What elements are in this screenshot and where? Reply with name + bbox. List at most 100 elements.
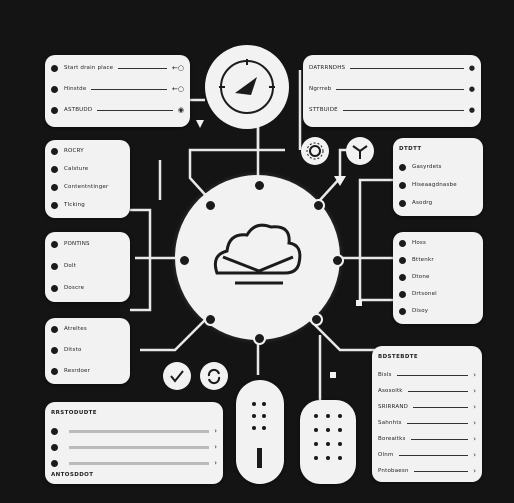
chevron-icon[interactable]: › <box>473 403 476 411</box>
row-label: Disoy <box>412 308 429 314</box>
row-label: Hiseaagdnasbe <box>412 182 457 188</box>
hub-port-bottom-right[interactable] <box>310 313 323 326</box>
row-label: Gasyrdets <box>412 164 442 170</box>
sync-node[interactable] <box>200 362 228 390</box>
row-bullet <box>51 201 58 209</box>
row-label: Sahnhts <box>378 420 402 426</box>
share-node[interactable] <box>346 137 374 165</box>
card-left-bottom[interactable]: Atreltes Ditsto Resrdoer <box>45 318 130 384</box>
settings-dial[interactable] <box>205 45 289 129</box>
hub-port-top-right[interactable] <box>312 199 325 212</box>
row-label: Bttenkr <box>412 257 434 263</box>
card-left-mid[interactable]: ROCRY Calsture Contentntinger Tlcking <box>45 140 130 218</box>
row-bullet <box>399 239 406 247</box>
chevron-icon[interactable]: › <box>473 435 476 443</box>
row-label: ASTBUDD <box>64 107 93 113</box>
sync-icon <box>207 368 221 385</box>
row-bullet <box>51 147 58 155</box>
row-bullet <box>399 273 406 281</box>
row-label: Resrdoer <box>64 368 91 374</box>
card-header: RRSTODUDTE <box>51 410 97 416</box>
hub-port-bottom[interactable] <box>253 332 266 345</box>
chevron-icon[interactable]: › <box>473 419 476 427</box>
control-pill-right[interactable] <box>300 400 356 484</box>
toggle-icon[interactable]: ● <box>468 106 475 114</box>
card-header: BDSTEBDTE <box>378 354 419 360</box>
hub-port-right[interactable] <box>331 254 344 267</box>
row-label: Tlcking <box>64 202 86 208</box>
row-bullet <box>51 106 58 114</box>
row-bullet <box>51 325 58 333</box>
chevron-icon[interactable]: › <box>473 387 476 395</box>
row-bullet <box>399 290 406 298</box>
toggle-icon[interactable]: ● <box>468 64 475 72</box>
row-label: Boreaitks <box>378 436 406 442</box>
row-bullet <box>399 163 406 171</box>
hub-port-top-left[interactable] <box>204 199 217 212</box>
row-bullet <box>51 284 58 292</box>
row-label: Hinstde <box>64 86 87 92</box>
row-label: Start drain place <box>64 65 114 71</box>
chevron-icon[interactable]: › <box>473 371 476 379</box>
card-right-lower[interactable]: Hoss Bttenkr Dtone Drtsonel Disoy <box>393 232 483 324</box>
row-label: Ditsto <box>64 347 82 353</box>
row-label: SRIRRAND <box>378 404 409 410</box>
row-label: Asodrg <box>412 200 433 206</box>
row-label: Calsture <box>64 166 89 172</box>
row-label: STTBUIDE <box>309 107 338 113</box>
row-bullet <box>399 181 406 189</box>
toggle-icon[interactable]: ● <box>468 85 475 93</box>
card-left-lower[interactable]: PONTINS Dolt Doscre <box>45 232 130 302</box>
hub-port-top[interactable] <box>253 179 266 192</box>
chevron-icon[interactable]: › <box>214 443 217 451</box>
card-header: DTDTT <box>399 146 422 152</box>
hub-port-left[interactable] <box>178 254 191 267</box>
row-label: PONTINS <box>64 241 90 247</box>
row-label: ROCRY <box>64 148 84 154</box>
row-bullet <box>51 85 58 93</box>
row-label: Ngrrreb <box>309 86 332 92</box>
row-label: Contentntinger <box>64 184 109 190</box>
card-right-mid[interactable]: DTDTT Gasyrdets Hiseaagdnasbe Asodrg <box>393 138 483 216</box>
radio-icon[interactable]: ◉ <box>177 106 184 114</box>
gear-node[interactable] <box>301 137 329 165</box>
card-top-left[interactable]: Start drain place ←○ Hinstde ←○ ASTBUDD ◉ <box>45 55 190 127</box>
chevron-icon[interactable]: › <box>214 459 217 467</box>
card-top-right[interactable]: DATRRNDHS ● Ngrrreb ● STTBUIDE ● <box>303 55 481 127</box>
cloud-icon <box>213 223 302 285</box>
chevron-icon[interactable]: › <box>473 451 476 459</box>
control-pill-left[interactable] <box>236 380 284 484</box>
card-bottom-right[interactable]: BDSTEBDTE Bisls› Asosoitk› SRIRRAND› Sah… <box>372 346 482 482</box>
arrow-icon: ←○ <box>172 85 184 93</box>
arrow-icon: ←○ <box>172 64 184 72</box>
row-bullet <box>51 240 58 248</box>
row-bullet <box>399 199 406 207</box>
gear-icon <box>306 142 324 160</box>
check-node[interactable] <box>163 362 191 390</box>
row-bullet <box>399 307 406 315</box>
row-label: DATRRNDHS <box>309 65 346 71</box>
chevron-icon[interactable]: › <box>214 427 217 435</box>
card-footer: ANTOSDDOT <box>51 472 94 478</box>
row-bullet <box>51 64 58 72</box>
row-label: Olnm <box>378 452 394 458</box>
row-label: Hoss <box>412 240 427 246</box>
row-label: Bisls <box>378 372 392 378</box>
row-label: Doscre <box>64 285 85 291</box>
row-label: Drtsonel <box>412 291 437 297</box>
row-label: Dtone <box>412 274 430 280</box>
dot-grid-icon <box>314 414 342 460</box>
chevron-icon[interactable]: › <box>473 467 476 475</box>
compass-icon <box>219 59 275 114</box>
check-icon <box>170 370 184 383</box>
row-label: Atreltes <box>64 326 87 332</box>
row-label: Dolt <box>64 263 77 269</box>
row-bullet <box>399 256 406 264</box>
row-bullet <box>51 459 58 467</box>
row-bullet <box>51 346 58 354</box>
row-bullet <box>51 367 58 375</box>
hub-port-bottom-left[interactable] <box>204 313 217 326</box>
card-bottom-left[interactable]: RRSTODUDTE › › › ANTOSDDOT <box>45 402 223 484</box>
row-bullet <box>51 183 58 191</box>
